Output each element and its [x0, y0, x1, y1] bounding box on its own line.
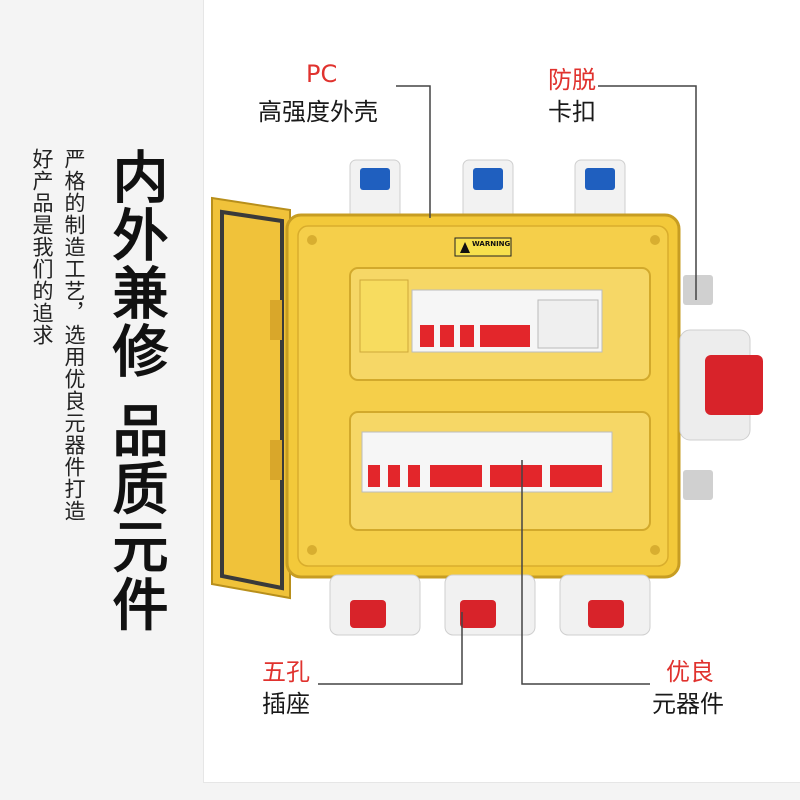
subtext-line-1: 严格的制造工艺，选用优良元器件打造 [62, 148, 86, 522]
warning-label: WARNING [472, 240, 511, 248]
headline: 内外兼修 品质元件 [103, 148, 168, 634]
callout-clip-desc: 卡扣 [548, 98, 596, 126]
bottom-socket-2 [444, 574, 536, 636]
bottom-socket-3 [559, 574, 651, 636]
callout-components-desc: 元器件 [652, 690, 724, 718]
callout-clip-title: 防脱 [548, 66, 596, 94]
callout-socket-desc: 插座 [262, 690, 310, 718]
components-leader-line [521, 460, 650, 685]
callout-pc-title: PC [306, 60, 338, 88]
callout-pc-desc: 高强度外壳 [258, 98, 378, 126]
pc-leader-line [396, 85, 431, 218]
top-socket-2 [462, 159, 514, 221]
callout-socket-title: 五孔 [262, 658, 310, 686]
subtext-line-2: 好产品是我们的追求 [30, 148, 54, 346]
main-box [285, 213, 681, 579]
side-socket [679, 275, 763, 500]
open-door [211, 196, 291, 600]
bottom-socket-1 [329, 574, 421, 636]
socket-leader-line [318, 612, 463, 685]
top-socket-3 [574, 159, 626, 221]
clip-leader-line [598, 85, 697, 300]
callout-components-title: 优良 [666, 658, 714, 686]
top-socket-1 [349, 159, 401, 221]
